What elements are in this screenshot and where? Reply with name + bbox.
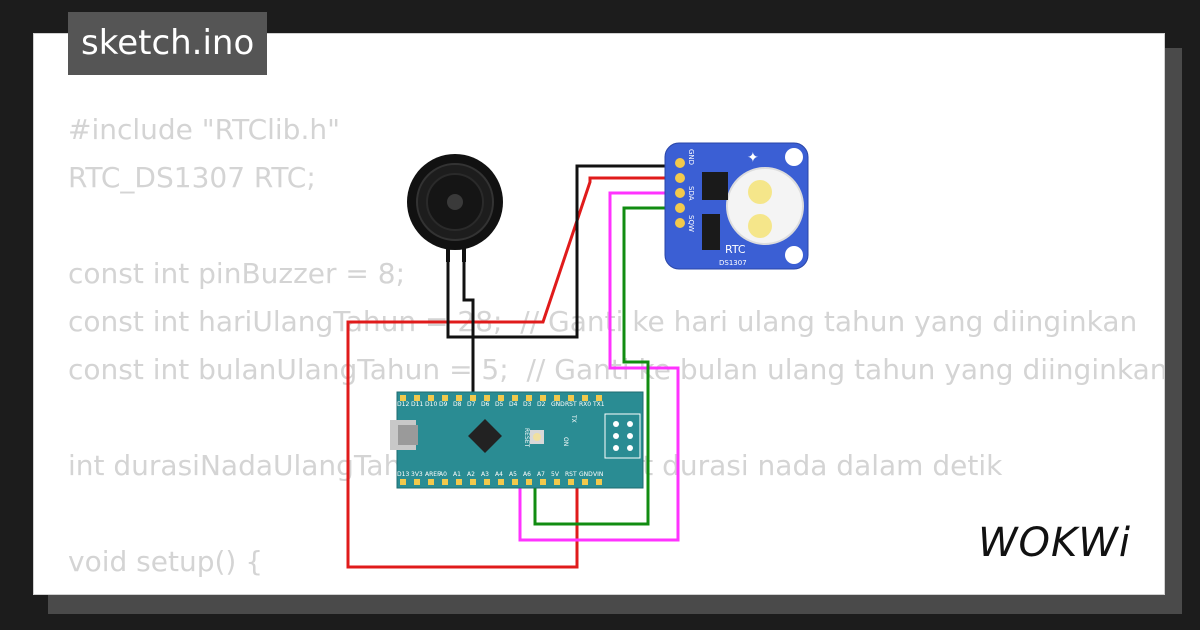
wires — [346, 164, 680, 569]
nano-bottom-pin-a1 — [456, 479, 462, 485]
nano-top-pin-d7 — [470, 395, 476, 401]
nano-top-pin-d11 — [414, 395, 420, 401]
nano-top-pin-d2 — [540, 395, 546, 401]
svg-text:✦: ✦ — [747, 150, 759, 166]
nano-top-pin-label: D8 — [453, 401, 462, 408]
nano-bottom-pin-3v3 — [414, 479, 420, 485]
nano-top-pin-tx1 — [596, 395, 602, 401]
nano-bottom-pin-label: A6 — [523, 471, 531, 478]
nano-bottom-pin-label: AREF — [425, 471, 441, 478]
nano-bottom-pin-a4 — [498, 479, 504, 485]
nano-top-pin-d4 — [512, 395, 518, 401]
reset-label: RESET — [523, 428, 530, 448]
nano-top-pin-label: D7 — [467, 401, 476, 408]
nano-top-pin-d6 — [484, 395, 490, 401]
wire-magenta — [518, 191, 680, 542]
nano-top-pin-label: D6 — [481, 401, 490, 408]
nano-bottom-pin-a6 — [526, 479, 532, 485]
nano-bottom-pin-label: A4 — [495, 471, 503, 478]
nano-top-pin-d5 — [498, 395, 504, 401]
nano-bottom-pin-rst — [568, 479, 574, 485]
nano-bottom-pin-a2 — [470, 479, 476, 485]
nano-top-pin-label: D10 — [425, 401, 437, 408]
nano-bottom-pin-label: A5 — [509, 471, 517, 478]
nano-bottom-pin-label: A3 — [481, 471, 489, 478]
nano-bottom-pin-label: A0 — [439, 471, 447, 478]
file-title: sketch.ino — [68, 12, 268, 75]
nano-bottom-pin-a7 — [540, 479, 546, 485]
nano-top-pin-rx0 — [582, 395, 588, 401]
wire-green — [533, 206, 678, 526]
nano-top-pin-label: D12 — [397, 401, 409, 408]
wire-red — [346, 176, 678, 569]
nano-bottom-pin-label: A1 — [453, 471, 461, 478]
nano-top-pin-label: GND — [551, 401, 565, 408]
nano-bottom-pin-gnd — [582, 479, 588, 485]
rtc-pin-sqw: SQW — [687, 215, 695, 232]
buzzer — [407, 154, 503, 262]
nano-bottom-pin-label: 3V3 — [411, 471, 423, 478]
nano-bottom-pin-label: 5V — [551, 471, 560, 478]
nano-bottom-pin-a5 — [512, 479, 518, 485]
nano-bottom-pin-aref — [428, 479, 434, 485]
nano-bottom-pin-label: VIN — [593, 471, 603, 478]
wire-black-gnd — [446, 164, 678, 339]
nano-bottom-pin-label: A7 — [537, 471, 545, 478]
nano-top-pin-label: D5 — [495, 401, 504, 408]
nano-bottom-pin-d13 — [400, 479, 406, 485]
nano-top-pin-label: TX1 — [592, 401, 605, 408]
wire-black-buzzer — [462, 248, 475, 398]
wokwi-logo: WOKWi — [978, 520, 1131, 566]
nano-top-pin-label: D2 — [537, 401, 546, 408]
nano-bottom-pin-label: RST — [565, 471, 577, 478]
nano-bottom-pin-5v — [554, 479, 560, 485]
nano-top-pin-label: D4 — [509, 401, 518, 408]
rtc-pin-gnd: GND — [687, 149, 695, 165]
nano-top-pin-d10 — [428, 395, 434, 401]
nano-top-pin-label: RST — [565, 401, 577, 408]
nano-bottom-pin-a0 — [442, 479, 448, 485]
nano-top-pin-d12 — [400, 395, 406, 401]
nano-top-pin-d3 — [526, 395, 532, 401]
nano-bottom-pin-vin — [596, 479, 602, 485]
nano-top-pin-rst — [568, 395, 574, 401]
rtc-title: RTC — [725, 243, 746, 256]
on-label: ON — [562, 437, 569, 446]
nano-top-pin-label: D3 — [523, 401, 532, 408]
nano-top-pin-label: D11 — [411, 401, 423, 408]
nano-top-pin-label: D9 — [439, 401, 448, 408]
nano-top-pin-d9 — [442, 395, 448, 401]
nano-bottom-pin-label: GND — [579, 471, 593, 478]
nano-top-pin-gnd — [554, 395, 560, 401]
rtc-pins — [675, 158, 685, 228]
rtc-module: ✦ GND SDA SQW RTC DS1307 — [664, 142, 809, 270]
tx-label: TX — [570, 414, 577, 423]
nano-top-pin-d8 — [456, 395, 462, 401]
nano-top-pin-label: RX0 — [579, 401, 591, 408]
nano-bottom-pin-a3 — [484, 479, 490, 485]
rtc-pin-sda: SDA — [687, 186, 695, 201]
nano-bottom-pin-label: D13 — [397, 471, 409, 478]
nano-bottom-pin-label: A2 — [467, 471, 475, 478]
rtc-model: DS1307 — [719, 259, 747, 267]
